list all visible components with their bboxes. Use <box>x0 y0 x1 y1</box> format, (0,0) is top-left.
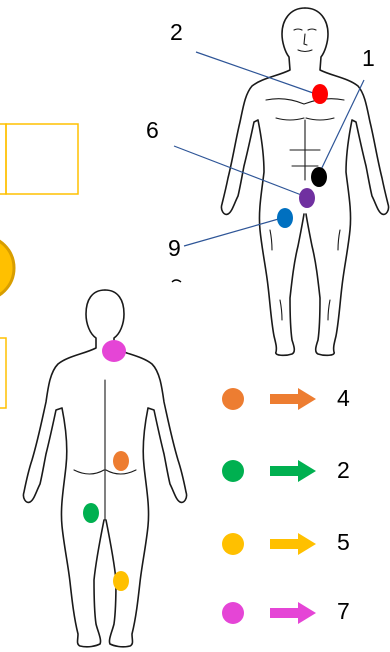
edge-rect-bottom <box>0 338 6 408</box>
arrow-right-icon <box>270 602 316 624</box>
front-label-groin: 6 <box>146 117 159 143</box>
front-label-hip: 1 <box>362 45 375 71</box>
marker-neck-pink <box>102 340 126 362</box>
yellow-box <box>6 124 78 194</box>
yellow-coin-icon <box>0 236 14 300</box>
marker-calf-yellow <box>113 571 129 591</box>
legend-dot-pink <box>222 602 244 624</box>
front-label-thigh: 9 <box>168 235 181 261</box>
color-legend: 4 2 5 7 <box>222 385 350 624</box>
legend-count-yellow: 5 <box>337 529 350 555</box>
legend-count-orange: 4 <box>337 385 350 411</box>
clipped-text-remnant <box>172 280 181 282</box>
legend-row-orange: 4 <box>222 385 350 411</box>
legend-row-yellow: 5 <box>222 529 350 555</box>
front-label-chest: 2 <box>170 19 183 45</box>
marker-thigh-blue <box>277 208 293 228</box>
legend-dot-orange <box>222 388 244 410</box>
legend-count-pink: 7 <box>337 598 350 624</box>
marker-groin-purple <box>299 188 315 208</box>
leader-line-9 <box>184 218 282 246</box>
legend-count-green: 2 <box>337 457 350 483</box>
marker-lower-back-orange <box>113 451 129 471</box>
marker-chest-red <box>312 84 328 104</box>
leader-lines <box>174 52 364 246</box>
arrow-right-icon <box>270 533 316 555</box>
arrow-right-icon <box>270 388 316 410</box>
arrow-right-icon <box>270 460 316 482</box>
legend-dot-green <box>222 460 244 482</box>
back-markers <box>83 340 129 591</box>
legend-dot-yellow <box>222 533 244 555</box>
back-body-figure <box>23 290 186 647</box>
leader-line-2 <box>196 52 316 94</box>
edge-rect-top <box>0 124 6 194</box>
legend-row-pink: 7 <box>222 598 350 624</box>
front-markers <box>277 84 328 228</box>
marker-thigh-green <box>83 503 99 523</box>
left-edge-decorations <box>0 124 78 408</box>
marker-hip-black <box>311 167 327 187</box>
legend-row-green: 2 <box>222 457 350 483</box>
